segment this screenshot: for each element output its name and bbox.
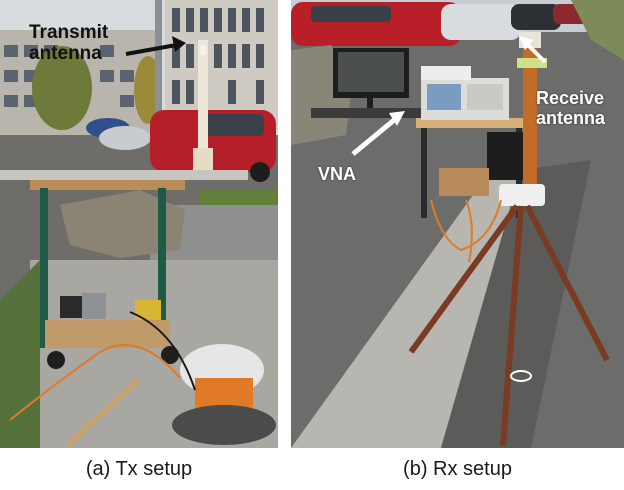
rx-caption: (b) Rx setup — [403, 458, 512, 480]
vna-label: VNA — [318, 164, 357, 184]
rx-scene — [291, 0, 624, 448]
transmit-antenna-label: Transmit antenna — [29, 22, 109, 64]
tx-setup-photo — [0, 0, 278, 448]
rx-setup-photo — [291, 0, 624, 448]
receive-antenna-label: Receive antenna — [536, 88, 606, 128]
tx-scene — [0, 0, 278, 448]
tx-caption: (a) Tx setup — [85, 458, 193, 480]
